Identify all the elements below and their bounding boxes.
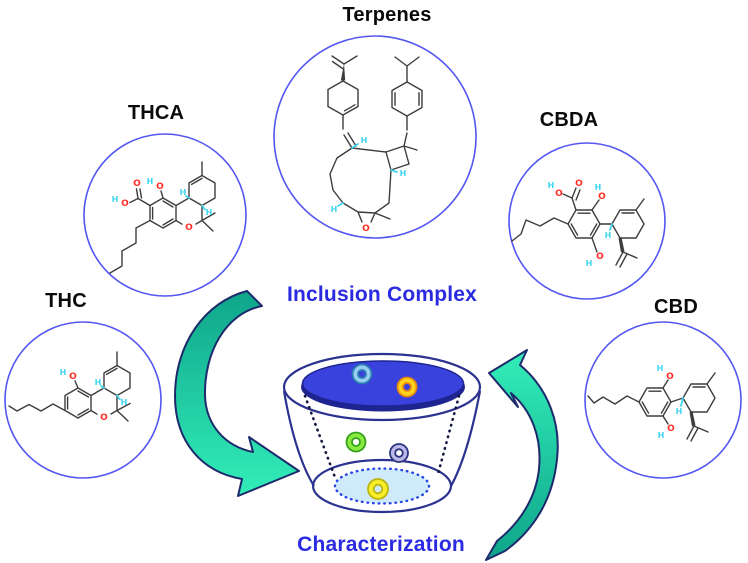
left-curved-arrow	[174, 290, 300, 497]
inclusion-complex-label: Inclusion Complex	[286, 283, 478, 306]
atom-label-h: H	[548, 181, 555, 190]
atom-label-o: O	[666, 372, 674, 382]
thc-circle	[4, 321, 162, 479]
thca-label: THCA	[127, 102, 185, 124]
cbda-circle	[508, 142, 666, 300]
cup-top-opening	[301, 360, 465, 407]
cbd-circle	[584, 321, 742, 479]
cbda-structure: O O H O H O H H	[511, 179, 645, 268]
characterization-label: Characterization	[297, 533, 465, 556]
thc-label: THC	[45, 290, 87, 312]
atom-label-h: H	[95, 378, 102, 387]
thc-structure: O O H H H	[8, 351, 131, 423]
atom-label-h: H	[112, 195, 119, 204]
atom-label-h: H	[331, 205, 338, 214]
atom-label-h: H	[180, 188, 187, 197]
right-curved-arrow	[485, 349, 559, 561]
atom-label-h: H	[361, 136, 368, 145]
terpenes-structures: O H H H	[327, 55, 423, 234]
atom-label-h: H	[586, 259, 593, 268]
cup-right-side	[450, 390, 482, 487]
atom-label-o: O	[598, 192, 606, 202]
atom-label-o: O	[100, 413, 108, 423]
sky-blue-ring	[351, 363, 373, 385]
yellow-ring	[367, 478, 389, 500]
cbd-structure: O H O H H	[587, 364, 716, 442]
atom-label-o: O	[156, 182, 164, 192]
atom-label-h: H	[605, 231, 612, 240]
cup-inner-dotted-right	[436, 394, 461, 476]
cyclodextrin-cup	[282, 352, 482, 514]
atom-label-h: H	[657, 364, 664, 373]
thca-circle	[83, 133, 247, 297]
atom-label-h: H	[206, 208, 213, 217]
atom-label-h: H	[595, 183, 602, 192]
cbda-label: CBDA	[539, 109, 599, 131]
terpenes-label: Terpenes	[342, 4, 432, 26]
atom-label-h: H	[121, 398, 128, 407]
terpenes-circle	[273, 35, 477, 239]
atom-label-o: O	[121, 199, 129, 209]
green-ring	[345, 431, 367, 453]
cup-left-side	[282, 390, 315, 487]
thca-structure: O O H O O H H H	[109, 161, 216, 274]
atom-label-o: O	[596, 252, 604, 262]
atom-label-o: O	[667, 424, 675, 434]
atom-label-h: H	[400, 169, 407, 178]
atom-label-h: H	[658, 431, 665, 440]
atom-label-o: O	[575, 179, 583, 189]
atom-label-o: O	[185, 223, 193, 233]
atom-label-h: H	[147, 177, 154, 186]
atom-label-o: O	[69, 372, 77, 382]
atom-label-o: O	[555, 189, 563, 199]
lavender-ring	[389, 443, 409, 463]
atom-label-h: H	[676, 407, 683, 416]
cbd-label: CBD	[654, 296, 698, 318]
atom-label-o: O	[133, 179, 141, 189]
orange-ring	[396, 376, 418, 398]
atom-label-o: O	[362, 224, 370, 234]
atom-label-h: H	[60, 368, 67, 377]
